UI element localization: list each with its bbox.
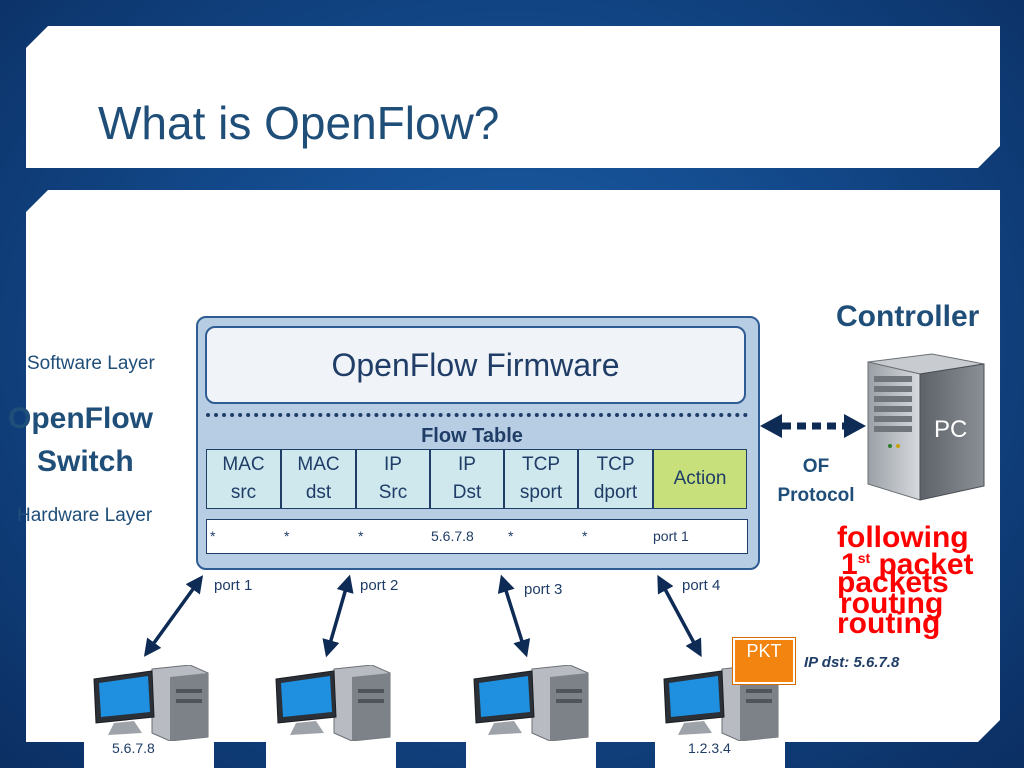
server-icon: [867, 353, 985, 501]
pc-label: PC: [934, 416, 968, 443]
port-1-link: [143, 575, 204, 657]
row-ip-src: *: [358, 528, 364, 544]
host-3-computer-icon: [473, 665, 589, 741]
openflow-switch-label-line2: Switch: [37, 445, 134, 478]
host-4-label-box: [655, 741, 785, 768]
following-text: following: [837, 521, 969, 554]
port-4-label: port 4: [682, 577, 721, 594]
row-action: port 1: [653, 528, 689, 544]
title-panel: [26, 26, 1000, 168]
flow-table-label: Flow Table: [421, 425, 523, 447]
first-packet-text: 1st packet: [841, 548, 974, 581]
host-1-label-box: [84, 741, 214, 768]
port-1-label: port 1: [214, 577, 253, 594]
host-4-ip-label: 1.2.3.4: [688, 740, 731, 756]
port-3-label: port 3: [524, 581, 563, 598]
row-ip-dst: 5.6.7.8: [431, 528, 474, 544]
packets-text: packets: [837, 566, 949, 599]
packet-ip-dst-label: IP dst: 5.6.7.8: [804, 654, 900, 671]
row-tcp-sport: *: [508, 528, 514, 544]
openflow-switch-label-line1: OpenFlow: [8, 402, 153, 435]
row-mac-dst: *: [284, 528, 290, 544]
column-action: Action: [653, 449, 747, 509]
packet-badge: PKT: [732, 637, 796, 685]
host-2-label-box: [266, 741, 396, 768]
firmware-label: OpenFlow Firmware: [331, 346, 620, 383]
of-protocol-arrow: [760, 414, 866, 438]
routing-text-2: routing: [837, 607, 941, 640]
openflow-firmware-box: OpenFlow Firmware: [205, 326, 746, 404]
port-2-label: port 2: [360, 577, 399, 594]
port-2-link: [322, 574, 354, 658]
row-mac-src: *: [210, 528, 216, 544]
layer-divider: [206, 413, 748, 417]
controller-label: Controller: [836, 300, 980, 333]
port-4-link: [657, 574, 702, 658]
slide-title: What is OpenFlow?: [98, 97, 500, 149]
host-3-label-box: [466, 741, 596, 768]
software-layer-label: Software Layer: [27, 353, 155, 374]
hardware-layer-label: Hardware Layer: [17, 505, 153, 526]
row-tcp-dport: *: [582, 528, 588, 544]
host-2-computer-icon: [275, 665, 391, 741]
host-1-computer-icon: [93, 665, 209, 741]
port-3-link: [497, 574, 531, 658]
host-1-ip-label: 5.6.7.8: [112, 740, 155, 756]
host-4-computer-icon: [663, 665, 779, 741]
flow-entry-row: [206, 519, 748, 554]
routing-text-1: routing: [840, 587, 944, 620]
